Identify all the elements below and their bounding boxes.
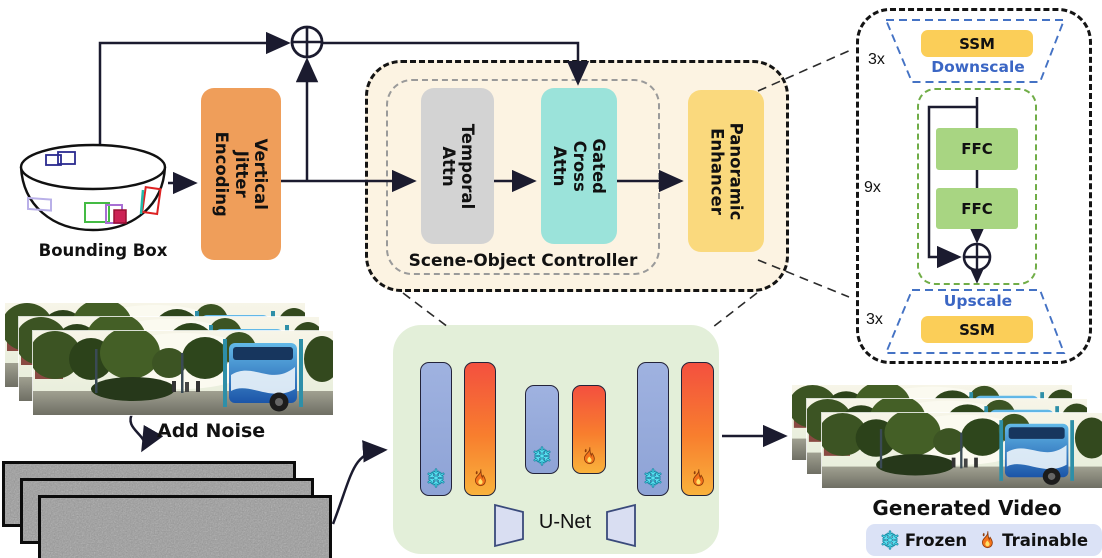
upscale-repeat-count: 3x [866,311,883,328]
vertical-jitter-encoding-block: Vertical Jitter Encoding [201,88,281,260]
unet-label: U-Net [538,511,592,533]
temporal-attn-block: Temporal Attn [421,88,494,244]
arrow-noise-to-unet [331,440,388,525]
bounding-box-cylinder [19,143,167,232]
legend: Frozen Trainable [866,524,1102,556]
ffc-block-bottom: FFC [936,188,1018,229]
upscale-label: Upscale [943,292,1013,310]
generated-video-frame [822,413,1102,488]
vertical-jitter-encoding-label: Vertical Jitter Encoding [212,131,271,217]
ffc-block-top: FFC [936,128,1018,170]
downscale-repeat-count: 3x [868,51,885,68]
noise-frame [38,495,332,558]
downscale-label: Downscale [931,58,1025,76]
snowflake-icon [426,468,446,488]
unet-frozen-bar [637,362,669,496]
snowflake-icon [532,446,552,466]
flame-icon [470,468,490,488]
scene-object-controller-label: Scene-Object Controller [408,251,638,271]
gated-cross-attn-label: Gated Cross Attn [550,138,609,194]
panoramic-enhancer-block: Panoramic Enhancer [688,90,764,252]
unet-frozen-bar [525,385,559,474]
snowflake-icon [643,468,663,488]
arrow-add-noise [129,411,164,453]
flame-icon [688,468,708,488]
gated-cross-attn-block: Gated Cross Attn [541,88,617,244]
flame-icon [977,530,997,550]
flame-icon [579,446,599,466]
generated-video-label: Generated Video [872,496,1062,520]
input-video-frame [33,331,333,415]
unet-trainable-bar [572,385,606,474]
unet-frozen-bar [420,362,452,496]
ffc-repeat-count: 9x [864,179,881,196]
unet-trainable-bar [681,362,714,496]
plus-circle-icon [290,25,324,59]
legend-frozen-item: Frozen [880,530,967,550]
bounding-box-label: Bounding Box [38,241,168,260]
snowflake-icon [880,530,900,550]
add-noise-label: Add Noise [157,420,266,442]
unet-trainable-bar [464,362,496,496]
legend-trainable-label: Trainable [1002,530,1089,550]
ffc-residual-group [917,88,1037,285]
legend-trainable-item: Trainable [977,530,1088,550]
legend-frozen-label: Frozen [904,530,968,550]
ssm-block-upscale: SSM [921,316,1033,343]
ssm-block-downscale: SSM [921,30,1033,57]
temporal-attn-label: Temporal Attn [438,123,477,209]
panoramic-enhancer-label: Panoramic Enhancer [707,122,746,220]
